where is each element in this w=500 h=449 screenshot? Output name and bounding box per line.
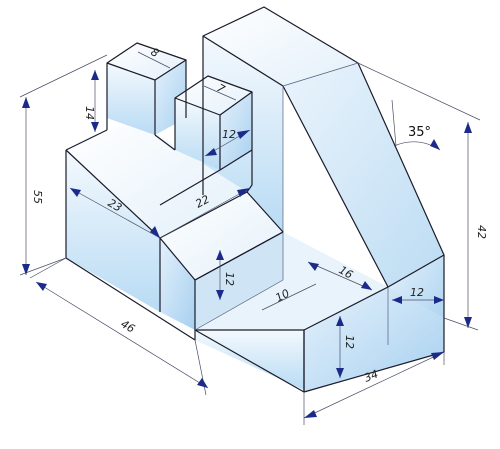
lower-top-face xyxy=(195,232,388,330)
angle-35: 35° xyxy=(408,125,431,140)
dim-16: 16 xyxy=(337,263,356,281)
back-wall-slope-face xyxy=(283,63,444,287)
dim-34: 34 xyxy=(362,367,380,384)
dim-42: 42 xyxy=(475,225,488,239)
left-tower-top xyxy=(107,43,186,80)
dim-10: 10 xyxy=(273,287,291,305)
step-right-face xyxy=(195,232,283,330)
dim-55: 55 xyxy=(31,190,44,204)
lower-side-face xyxy=(304,287,444,392)
right-tower-right xyxy=(220,92,252,170)
main-front-face xyxy=(66,150,160,312)
dim-12-front: 12 xyxy=(343,335,356,349)
main-top-face xyxy=(66,120,247,238)
solid-body xyxy=(66,7,444,392)
dim-22: 22 xyxy=(193,193,211,211)
dim-12-right: 12 xyxy=(410,286,424,299)
dimension-arrows xyxy=(22,70,472,418)
dim-14: 14 xyxy=(83,106,96,120)
object-edges xyxy=(65,6,445,393)
step-front-face xyxy=(160,238,195,330)
left-tower-front xyxy=(107,63,155,135)
dimension-lines xyxy=(19,51,481,425)
step-top-face xyxy=(160,192,283,280)
dim-46: 46 xyxy=(119,317,138,335)
dim-12-step: 12 xyxy=(223,272,236,286)
dim-23: 23 xyxy=(106,196,125,214)
dim-12-top: 12 xyxy=(222,128,236,141)
back-wall-top-face xyxy=(203,7,358,86)
